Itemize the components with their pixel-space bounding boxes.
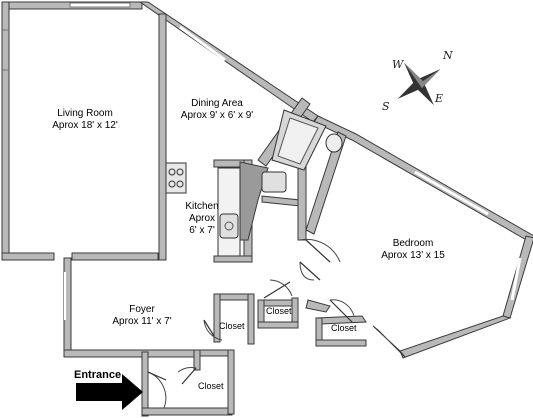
compass-west: W <box>392 58 404 71</box>
foyer-size: Aprox 11' x 7' <box>112 316 172 327</box>
kitchen-size-line1: Aprox <box>188 213 216 224</box>
foyer-name: Foyer <box>129 304 155 315</box>
entrance-label: Entrance <box>74 369 122 381</box>
compass-rose <box>397 62 441 106</box>
bathroom-fixtures <box>271 109 343 171</box>
compass-east: E <box>435 92 444 105</box>
bedroom-label: Bedroom Aprox 13' x 15 <box>368 238 458 262</box>
compass-north: N <box>443 49 453 62</box>
kitchen-size-line2: 6' x 7' <box>189 225 215 236</box>
living-room-name: Living Room <box>57 108 113 119</box>
bedroom-size: Aprox 13' x 15 <box>381 250 445 261</box>
closet-label-4: Closet <box>198 381 224 391</box>
closet-label-2: Closet <box>266 306 292 316</box>
dining-area-label: Dining Area Aprox 9' x 6' x 9' <box>172 98 262 122</box>
kitchen-label: Kitchen Aprox 6' x 7' <box>181 201 223 237</box>
compass-south: S <box>382 100 390 113</box>
closet-label-1: Closet <box>219 321 245 331</box>
living-room-label: Living Room Aprox 18' x 12' <box>35 108 135 132</box>
doors <box>147 238 355 409</box>
windows <box>2 2 522 320</box>
dining-area-name: Dining Area <box>191 98 243 109</box>
dining-area-size: Aprox 9' x 6' x 9' <box>180 110 254 121</box>
toilet <box>325 133 343 153</box>
stove <box>165 162 187 194</box>
foyer-label: Foyer Aprox 11' x 7' <box>102 304 182 328</box>
bedroom-name: Bedroom <box>392 238 434 249</box>
kitchen-name: Kitchen <box>185 201 219 212</box>
entrance-arrow <box>76 374 143 410</box>
bathroom-sink <box>261 171 287 193</box>
kitchen-sink <box>219 213 239 239</box>
living-room-size: Aprox 18' x 12' <box>52 120 118 131</box>
closet-label-3: Closet <box>331 323 357 333</box>
kitchen-fixtures <box>165 162 287 257</box>
